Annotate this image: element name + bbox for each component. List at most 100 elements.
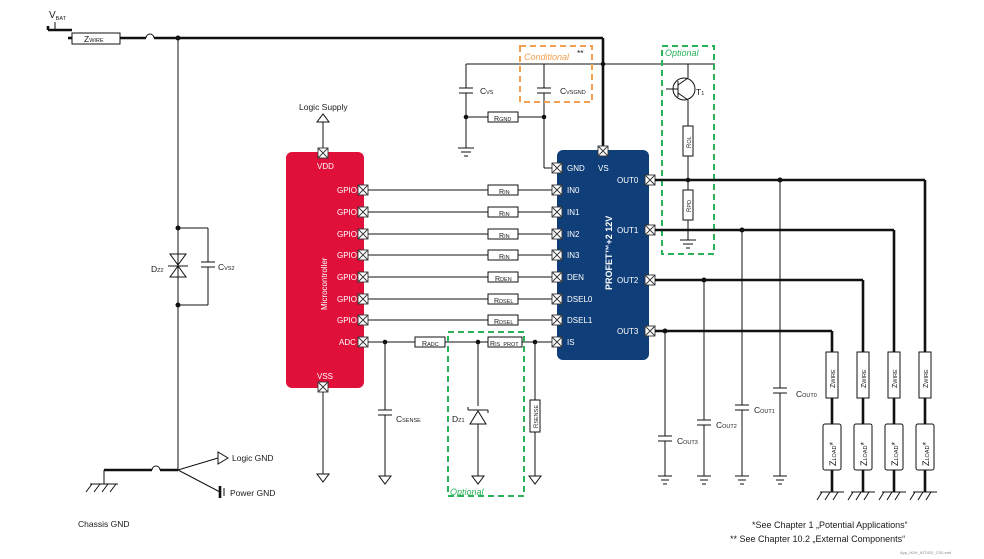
profet-pin-out2: OUT2 <box>617 274 656 286</box>
svg-text:OUT2: OUT2 <box>617 276 639 285</box>
file-name: App_H2H_NTDSD_CS0.emf <box>900 550 952 555</box>
profet-pin-in3: IN3 <box>551 249 580 261</box>
load-out2: ZWIRE ZLOAD* <box>847 351 875 501</box>
gpio-line-4: GPIO RDEN <box>337 271 552 283</box>
note-potential-applications: *See Chapter 1 „Potential Applications“ <box>752 520 908 530</box>
ground-star: Logic GND Power GND Chassis GND <box>78 451 275 529</box>
profet-pin-in1: IN1 <box>551 206 580 218</box>
notes: *See Chapter 1 „Potential Applications“ … <box>730 520 952 555</box>
output-wiring <box>655 177 927 352</box>
profet-pin-dsel0: DSEL0 <box>551 293 593 305</box>
profet-pin-dsel1: DSEL1 <box>551 314 593 326</box>
adc-sense-path: ADC CSENSE RADC RIS_PROT DZ1 RSENSE <box>339 336 552 485</box>
svg-text:DSEL0: DSEL0 <box>567 295 593 304</box>
svg-text:IN1: IN1 <box>567 208 580 217</box>
gpio-line-5: GPIO RDSEL <box>337 293 552 305</box>
svg-text:ZWIRE: ZWIRE <box>892 369 899 388</box>
profet-body <box>557 150 649 360</box>
is-protection-box: Optional <box>447 331 525 497</box>
svg-text:GPIO: GPIO <box>337 208 357 217</box>
svg-text:OUT1: OUT1 <box>617 226 639 235</box>
conditional-label: Conditional <box>524 52 570 62</box>
open-load-circuit: Optional T1 ROL RPD <box>661 45 715 255</box>
svg-text:DSEL1: DSEL1 <box>567 316 593 325</box>
microcontroller: Logic Supply Microcontroller VDD VSS <box>286 102 364 483</box>
svg-text:GPIO: GPIO <box>337 230 357 239</box>
svg-text:COUT3: COUT3 <box>677 436 698 446</box>
svg-text:GPIO: GPIO <box>337 251 357 260</box>
svg-text:RDSEL: RDSEL <box>494 319 513 326</box>
loads: ZWIRE ZLOAD* ZWIRE ZLOAD* ZWIRE ZLOAD* <box>816 351 937 501</box>
svg-text:RGND: RGND <box>494 116 511 123</box>
profet-pin-is: IS <box>551 336 575 348</box>
svg-text:VDD: VDD <box>317 162 334 171</box>
svg-text:ZWIRE: ZWIRE <box>84 34 104 44</box>
profet-device: PROFET™+2 12V VS GND IN0 IN1 IN2 IN3 DEN… <box>551 145 656 360</box>
mcu-body <box>286 152 364 388</box>
csense-label: CSENSE <box>396 414 421 424</box>
profet-pin-out3: OUT3 <box>617 325 656 337</box>
svg-text:RSENSE: RSENSE <box>534 405 540 428</box>
cvs2-label: CVS2 <box>218 262 235 272</box>
cvs-label: CVS <box>480 86 494 96</box>
gpio-line-3: GPIO RIN <box>337 249 552 261</box>
rsense-resistor <box>529 399 541 433</box>
profet-gnd-pin: GND <box>551 162 585 174</box>
profet-pin-in2: IN2 <box>551 228 580 240</box>
dz2-label: DZ2 <box>151 264 164 274</box>
gpio-line-6: GPIO RDSEL <box>337 314 552 326</box>
conditional-mark: ** <box>577 48 584 58</box>
svg-text:RIN: RIN <box>499 233 510 240</box>
svg-text:GPIO: GPIO <box>337 295 357 304</box>
svg-text:RPD: RPD <box>687 200 693 212</box>
load-out1: ZWIRE ZLOAD* <box>878 351 906 501</box>
svg-text:OUT3: OUT3 <box>617 327 639 336</box>
svg-text:RIS_PROT: RIS_PROT <box>490 341 519 348</box>
svg-text:OUT0: OUT0 <box>617 176 639 185</box>
svg-text:ZLOAD*: ZLOAD* <box>890 442 900 466</box>
svg-text:GPIO: GPIO <box>337 186 357 195</box>
svg-text:RIN: RIN <box>499 189 510 196</box>
power-gnd-label: Power GND <box>230 488 275 498</box>
svg-text:GPIO: GPIO <box>337 273 357 282</box>
gpio-line-1: GPIO RIN <box>337 206 552 218</box>
svg-text:DEN: DEN <box>567 273 584 282</box>
logic-supply-label: Logic Supply <box>299 102 348 112</box>
load-out3: ZWIRE ZLOAD* <box>816 351 844 501</box>
chassis-gnd-label: Chassis GND <box>78 519 129 529</box>
svg-text:IN2: IN2 <box>567 230 580 239</box>
svg-text:GPIO: GPIO <box>337 316 357 325</box>
profet-pin-den: DEN <box>551 271 584 283</box>
svg-text:COUT0: COUT0 <box>796 389 817 399</box>
logic-gnd-label: Logic GND <box>232 453 274 463</box>
rgnd-resistor <box>487 111 519 123</box>
svg-text:ZWIRE: ZWIRE <box>830 369 837 388</box>
load-out0: ZWIRE ZLOAD* <box>909 351 937 501</box>
svg-text:RDEN: RDEN <box>495 276 512 283</box>
gpio-line-0: GPIO RIN <box>337 184 552 196</box>
mcu-vdd-pin: VDD <box>317 147 334 171</box>
cout0: COUT0 <box>773 180 817 485</box>
svg-text:VS: VS <box>598 164 609 173</box>
svg-text:ZLOAD*: ZLOAD* <box>859 442 869 466</box>
profet-pin-in0: IN0 <box>551 184 580 196</box>
svg-text:RIN: RIN <box>499 254 510 261</box>
vbat-rail: VBAT ZWIRE <box>46 10 715 148</box>
profet-title: PROFET™+2 12V <box>604 216 614 290</box>
gpio-lines: GPIO RIN GPIO RIN GPIO RIN GPIO RIN <box>337 184 552 326</box>
svg-text:RIN: RIN <box>499 211 510 218</box>
svg-text:VSS: VSS <box>317 372 333 381</box>
t1-label: T1 <box>696 87 704 97</box>
cout2: COUT2 <box>697 280 737 485</box>
cout1: COUT1 <box>735 230 775 485</box>
svg-text:IN3: IN3 <box>567 251 580 260</box>
svg-text:IS: IS <box>567 338 575 347</box>
left-supply-bus: CVS2 DZ2 <box>151 35 235 470</box>
svg-text:IN0: IN0 <box>567 186 580 195</box>
svg-text:ADC: ADC <box>339 338 356 347</box>
output-capacitors: COUT0 COUT1 COUT2 COUT3 <box>658 180 817 485</box>
radc-resistor <box>414 336 446 348</box>
svg-text:GND: GND <box>567 164 585 173</box>
svg-text:ZLOAD*: ZLOAD* <box>921 442 931 466</box>
